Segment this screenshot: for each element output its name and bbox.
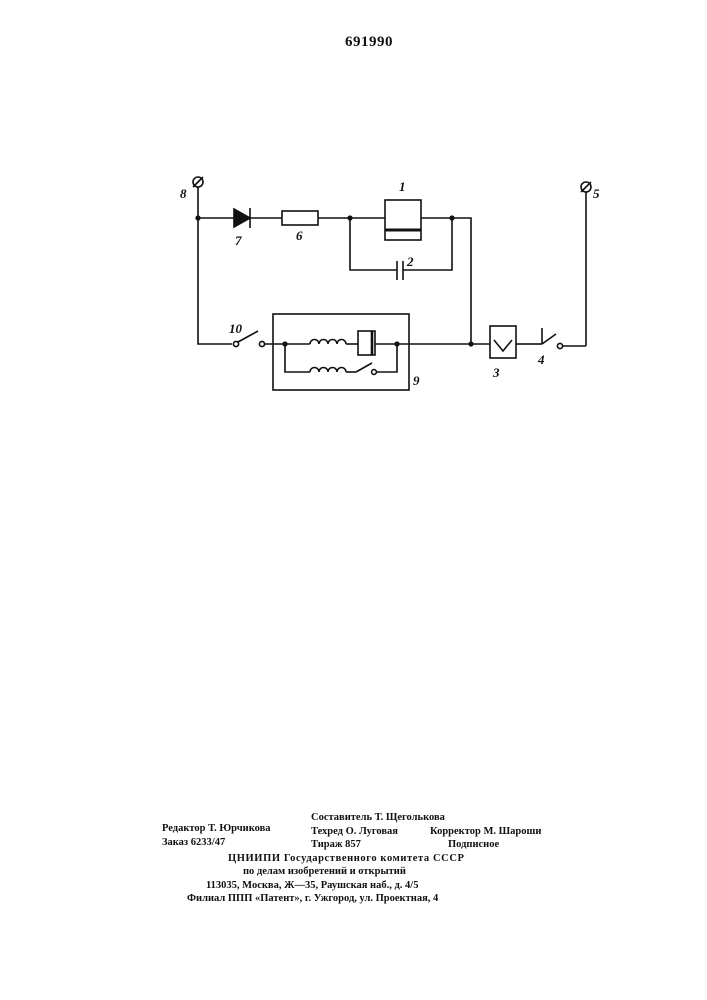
element-3 <box>471 326 532 358</box>
editor-line: Редактор Т. Юрчикова <box>162 822 271 835</box>
label-10: 10 <box>229 321 243 336</box>
circulation-line: Тираж 857 <box>311 838 361 851</box>
subscription-line: Подписное <box>448 838 499 851</box>
address-line: 113035, Москва, Ж—35, Раушская наб., д. … <box>206 879 418 892</box>
terminal-5 <box>581 182 591 346</box>
label-6: 6 <box>296 228 303 243</box>
left-feed-wire <box>198 218 232 344</box>
switch-4 <box>532 328 586 349</box>
terminal-8 <box>193 177 203 220</box>
label-1: 1 <box>399 179 406 194</box>
diode-7 <box>198 208 282 228</box>
resistor-6 <box>282 211 352 225</box>
proofreader-line: Корректор М. Шароши <box>430 825 541 838</box>
capacitor-2 <box>350 218 452 280</box>
compiler-line: Составитель Т. Щеголькова <box>311 811 445 824</box>
label-9: 9 <box>413 373 420 388</box>
label-7: 7 <box>235 233 242 248</box>
element-1 <box>350 200 454 240</box>
label-4: 4 <box>537 352 545 367</box>
techred-line: Техред О. Луговая <box>311 825 398 838</box>
component-labels: 8 7 6 1 2 10 9 3 4 5 <box>180 179 600 388</box>
order-line: Заказ 6233/47 <box>162 836 225 849</box>
affairs-line: по делам изобретений и открытий <box>243 865 406 878</box>
label-8: 8 <box>180 186 187 201</box>
label-2: 2 <box>406 254 414 269</box>
institute-line: ЦНИИПИ Государственного комитета СССР <box>228 852 465 865</box>
block-9 <box>273 314 471 390</box>
label-5: 5 <box>593 186 600 201</box>
branch-line: Филиал ППП «Патент», г. Ужгород, ул. Про… <box>187 892 438 905</box>
junction-wire <box>452 218 473 346</box>
label-3: 3 <box>492 365 500 380</box>
